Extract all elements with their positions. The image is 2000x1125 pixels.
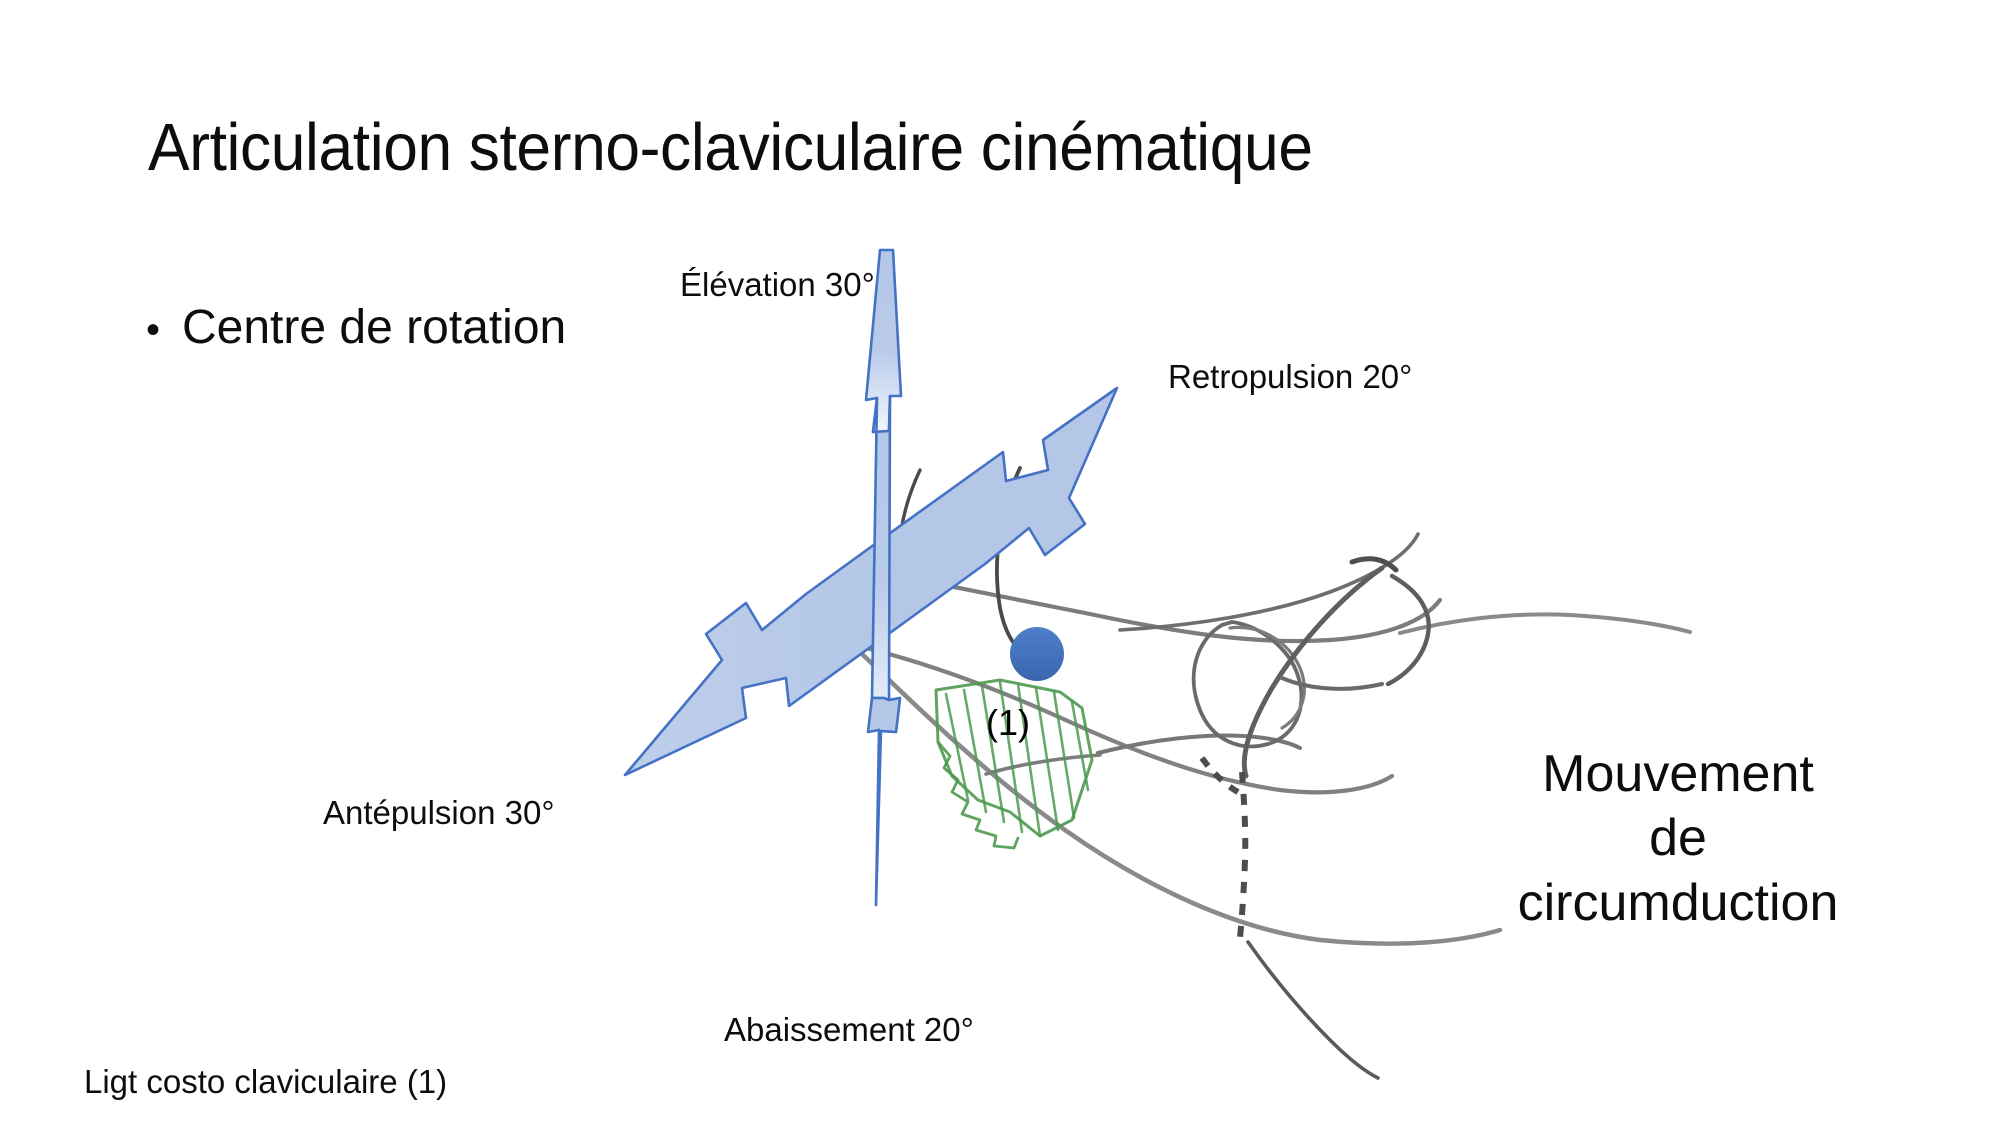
oblique-double-arrow-retropulsion-antepulsion <box>623 386 1119 777</box>
circumduction-caption: Mouvement de circumduction <box>1468 742 1888 935</box>
bullet-list: • Centre de rotation <box>146 300 846 355</box>
page-title: Articulation sterno-claviculaire cinémat… <box>148 110 1313 185</box>
axis-label-antepulsion: Antépulsion 30° <box>323 794 555 831</box>
caption-line-2: de <box>1649 809 1707 868</box>
caption-line-1: Mouvement <box>1542 745 1814 803</box>
center-of-rotation-marker <box>1010 627 1064 681</box>
ligament-index-label: (1) <box>986 702 1030 743</box>
bullet-item-label: Centre de rotation <box>182 301 567 354</box>
footnote-legend: Ligt costo claviculaire (1) <box>84 1063 448 1100</box>
bullet-point-icon: • <box>146 308 161 352</box>
vertical-double-arrow-elevation-abaissement <box>864 248 903 907</box>
axis-label-retropulsion: Retropulsion 20° <box>1168 358 1413 395</box>
list-item: • Centre de rotation <box>146 300 846 355</box>
caption-line-3: circumduction <box>1517 873 1839 932</box>
axis-label-abaissement: Abaissement 20° <box>724 1011 974 1048</box>
axis-label-elevation: Élévation 30° <box>680 266 875 303</box>
